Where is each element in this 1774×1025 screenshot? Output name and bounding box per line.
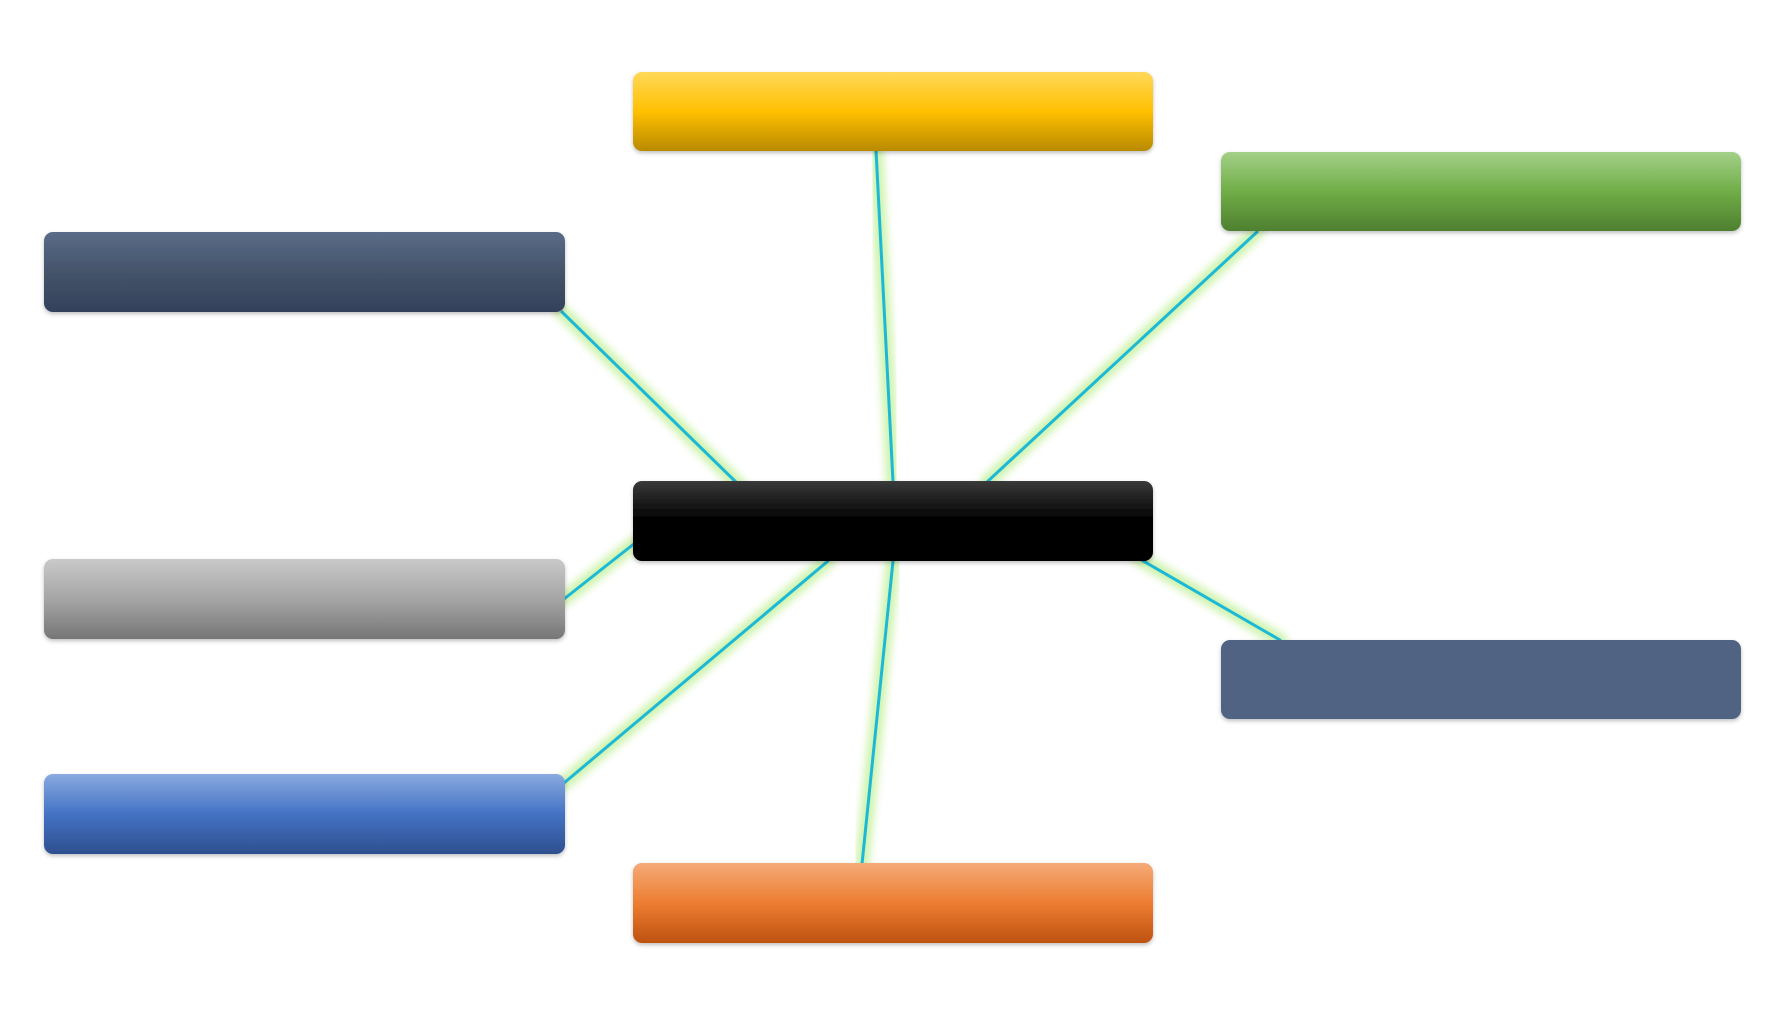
node-lower-right[interactable] [1221, 640, 1741, 719]
node-lower-left[interactable] [44, 774, 565, 854]
node-top[interactable] [633, 72, 1153, 151]
node-middle-left[interactable] [44, 559, 565, 639]
connector-lower-left [557, 554, 835, 790]
connector-middle-left [557, 536, 642, 606]
connector-top [869, 143, 900, 489]
connector-lower-right [1131, 551, 1287, 647]
connector-bottom [855, 554, 900, 871]
connectors [555, 143, 1287, 871]
node-upper-left[interactable] [44, 232, 565, 312]
node-upper-right[interactable] [1221, 152, 1741, 231]
nodes [44, 72, 1741, 943]
connector-upper-left [555, 305, 747, 493]
node-center[interactable] [633, 481, 1153, 561]
connector-upper-right [980, 225, 1264, 489]
node-bottom[interactable] [633, 863, 1153, 943]
